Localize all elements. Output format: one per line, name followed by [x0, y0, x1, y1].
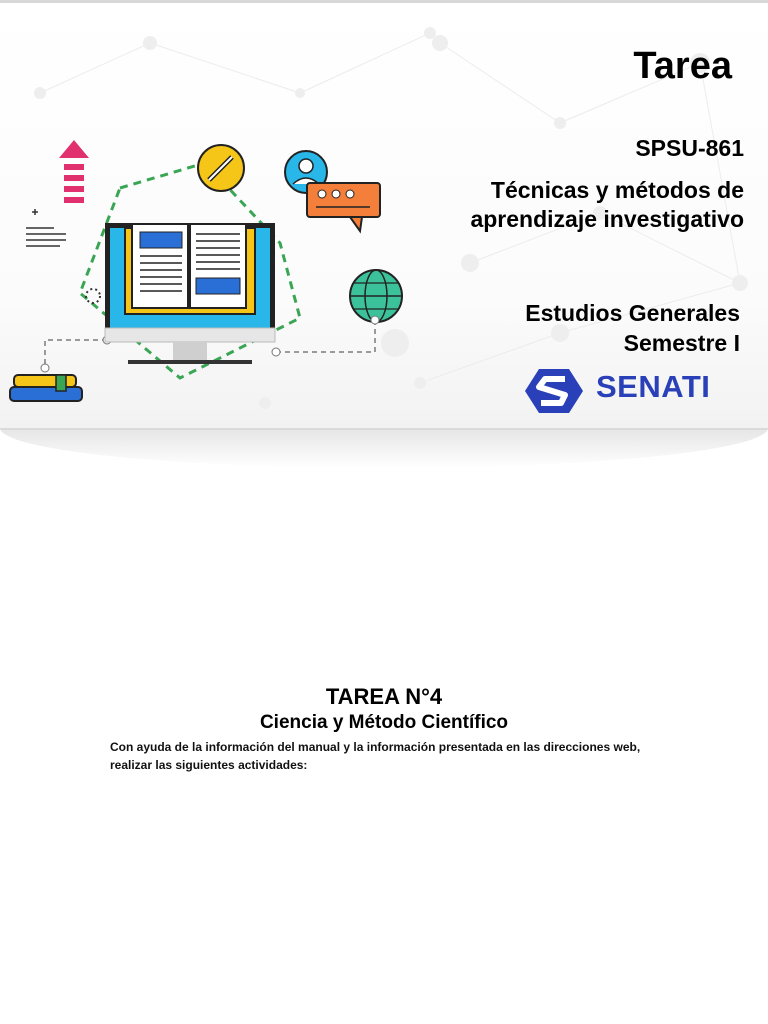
logo-text: SENATI — [596, 369, 711, 404]
course-name-line-1: Técnicas y métodos de — [490, 177, 744, 203]
books-stack-icon — [9, 374, 83, 402]
course-code: SPSU-861 — [635, 135, 744, 161]
program-line-1: Estudios Generales — [525, 300, 740, 326]
program-info: Estudios Generales Semestre I — [525, 298, 740, 358]
cover-banner: Tarea SPSU-861 Técnicas y métodos de apr… — [0, 3, 768, 430]
globe-icon — [349, 269, 403, 323]
task-subheading: Ciencia y Método Científico — [259, 712, 509, 733]
pencil-icon — [197, 144, 245, 192]
senati-logo-icon — [525, 369, 583, 413]
arrow-up-icon — [59, 140, 89, 203]
open-book-monitor-icon — [104, 223, 276, 364]
banner-shadow — [0, 428, 768, 468]
task-heading: TAREA N°4 — [325, 684, 443, 709]
instruction-line-1: Con ayuda de la información del manual y… — [110, 740, 641, 754]
task-instructions: Con ayuda de la información del manual y… — [110, 738, 670, 774]
chat-bubble-icon — [306, 182, 381, 234]
course-name: Técnicas y métodos de aprendizaje invest… — [384, 176, 744, 234]
education-illustration — [9, 140, 403, 402]
course-name-line-2: aprendizaje investigativo — [470, 206, 744, 232]
instruction-line-2: realizar las siguientes actividades: — [110, 758, 308, 772]
program-line-2: Semestre I — [623, 330, 740, 356]
top-rule — [0, 0, 768, 3]
cover-title: Tarea — [633, 45, 732, 87]
text-lines-icon — [26, 209, 66, 247]
network-background-icon — [34, 27, 748, 409]
